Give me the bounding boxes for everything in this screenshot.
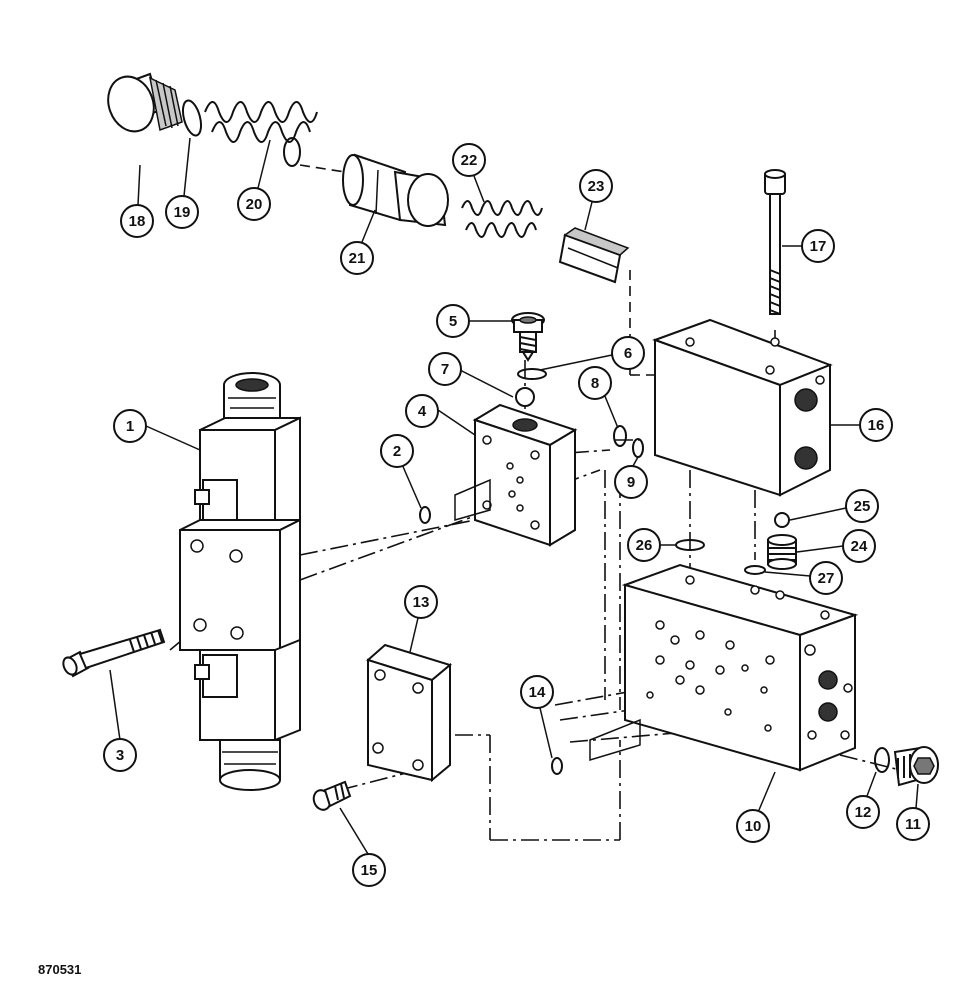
svg-text:21: 21 <box>349 250 366 267</box>
callout-22: 22 <box>452 143 486 177</box>
svg-text:13: 13 <box>413 594 430 611</box>
svg-text:19: 19 <box>174 204 191 221</box>
o-ring-part-2 <box>419 506 431 524</box>
svg-text:24: 24 <box>851 538 868 555</box>
callout-7: 7 <box>428 352 462 386</box>
svg-text:14: 14 <box>529 684 546 701</box>
callout-17: 17 <box>801 229 835 263</box>
callout-23: 23 <box>579 169 613 203</box>
svg-text:8: 8 <box>591 375 599 392</box>
cover-plate-part-13 <box>366 643 453 783</box>
bolt-part-3 <box>62 628 166 678</box>
callout-8: 8 <box>578 366 612 400</box>
callout-2: 2 <box>380 434 414 468</box>
ball-part-7 <box>515 387 535 407</box>
plug-part-5 <box>511 312 545 362</box>
svg-text:6: 6 <box>624 345 632 362</box>
o-ring-part-14 <box>551 757 563 775</box>
svg-text:27: 27 <box>818 570 835 587</box>
svg-text:18: 18 <box>129 213 146 230</box>
svg-text:25: 25 <box>854 498 871 515</box>
ball-part-25 <box>774 512 790 528</box>
figure-number: 870531 <box>38 962 82 977</box>
callout-16: 16 <box>859 408 893 442</box>
svg-text:26: 26 <box>636 537 653 554</box>
callout-9: 9 <box>614 465 648 499</box>
svg-text:5: 5 <box>449 313 457 330</box>
long-bolt-part-17 <box>764 169 786 315</box>
svg-text:20: 20 <box>246 196 263 213</box>
callout-26: 26 <box>627 528 661 562</box>
o-ring-part-6 <box>517 368 547 380</box>
manifold-base-part-10 <box>589 563 859 772</box>
callout-27: 27 <box>809 561 843 595</box>
leader-lines <box>109 137 919 855</box>
svg-text:16: 16 <box>868 417 885 434</box>
callout-3: 3 <box>103 738 137 772</box>
hex-spacer-part-23 <box>558 227 630 284</box>
callout-14: 14 <box>520 675 554 709</box>
callout-21: 21 <box>340 241 374 275</box>
callout-24: 24 <box>842 529 876 563</box>
o-ring-part-12 <box>874 747 890 773</box>
check-valve-part-24 <box>767 534 797 570</box>
piston-part-21 <box>342 153 449 227</box>
callout-25: 25 <box>845 489 879 523</box>
callout-13: 13 <box>404 585 438 619</box>
svg-text:1: 1 <box>126 418 134 435</box>
o-ring-part-8 <box>613 425 627 447</box>
upper-block-part-16 <box>652 318 833 497</box>
screw-part-15 <box>312 780 352 811</box>
large-spring-part-20 <box>204 101 318 167</box>
solenoid-valve-part-1 <box>179 372 301 791</box>
callout-11: 11 <box>896 807 930 841</box>
o-ring-part-27 <box>744 565 766 575</box>
plug-part-11 <box>893 746 939 787</box>
svg-text:9: 9 <box>627 474 635 491</box>
svg-text:3: 3 <box>116 747 124 764</box>
callout-10: 10 <box>736 809 770 843</box>
small-spring-part-22 <box>461 200 543 238</box>
callout-6: 6 <box>611 336 645 370</box>
retaining-ring-part-19 <box>181 99 203 137</box>
svg-text:15: 15 <box>361 862 378 879</box>
o-ring-part-9 <box>632 438 644 458</box>
callout-18: 18 <box>120 204 154 238</box>
svg-text:4: 4 <box>418 403 427 420</box>
svg-text:10: 10 <box>745 818 762 835</box>
svg-text:23: 23 <box>588 178 605 195</box>
svg-text:22: 22 <box>461 152 478 169</box>
valve-block-part-4 <box>454 403 578 547</box>
end-cap-part-18 <box>107 72 183 133</box>
callout-15: 15 <box>352 853 386 887</box>
svg-text:12: 12 <box>855 804 872 821</box>
callout-5: 5 <box>436 304 470 338</box>
svg-text:11: 11 <box>905 816 921 833</box>
callout-20: 20 <box>237 187 271 221</box>
callout-4: 4 <box>405 394 439 428</box>
callout-12: 12 <box>846 795 880 829</box>
svg-text:17: 17 <box>810 238 827 255</box>
callout-19: 19 <box>165 195 199 229</box>
callouts: 1 2 3 4 5 6 7 8 9 10 11 12 13 14 15 16 1… <box>103 143 930 887</box>
callout-1: 1 <box>113 409 147 443</box>
svg-text:7: 7 <box>441 361 449 378</box>
svg-text:2: 2 <box>393 443 401 460</box>
